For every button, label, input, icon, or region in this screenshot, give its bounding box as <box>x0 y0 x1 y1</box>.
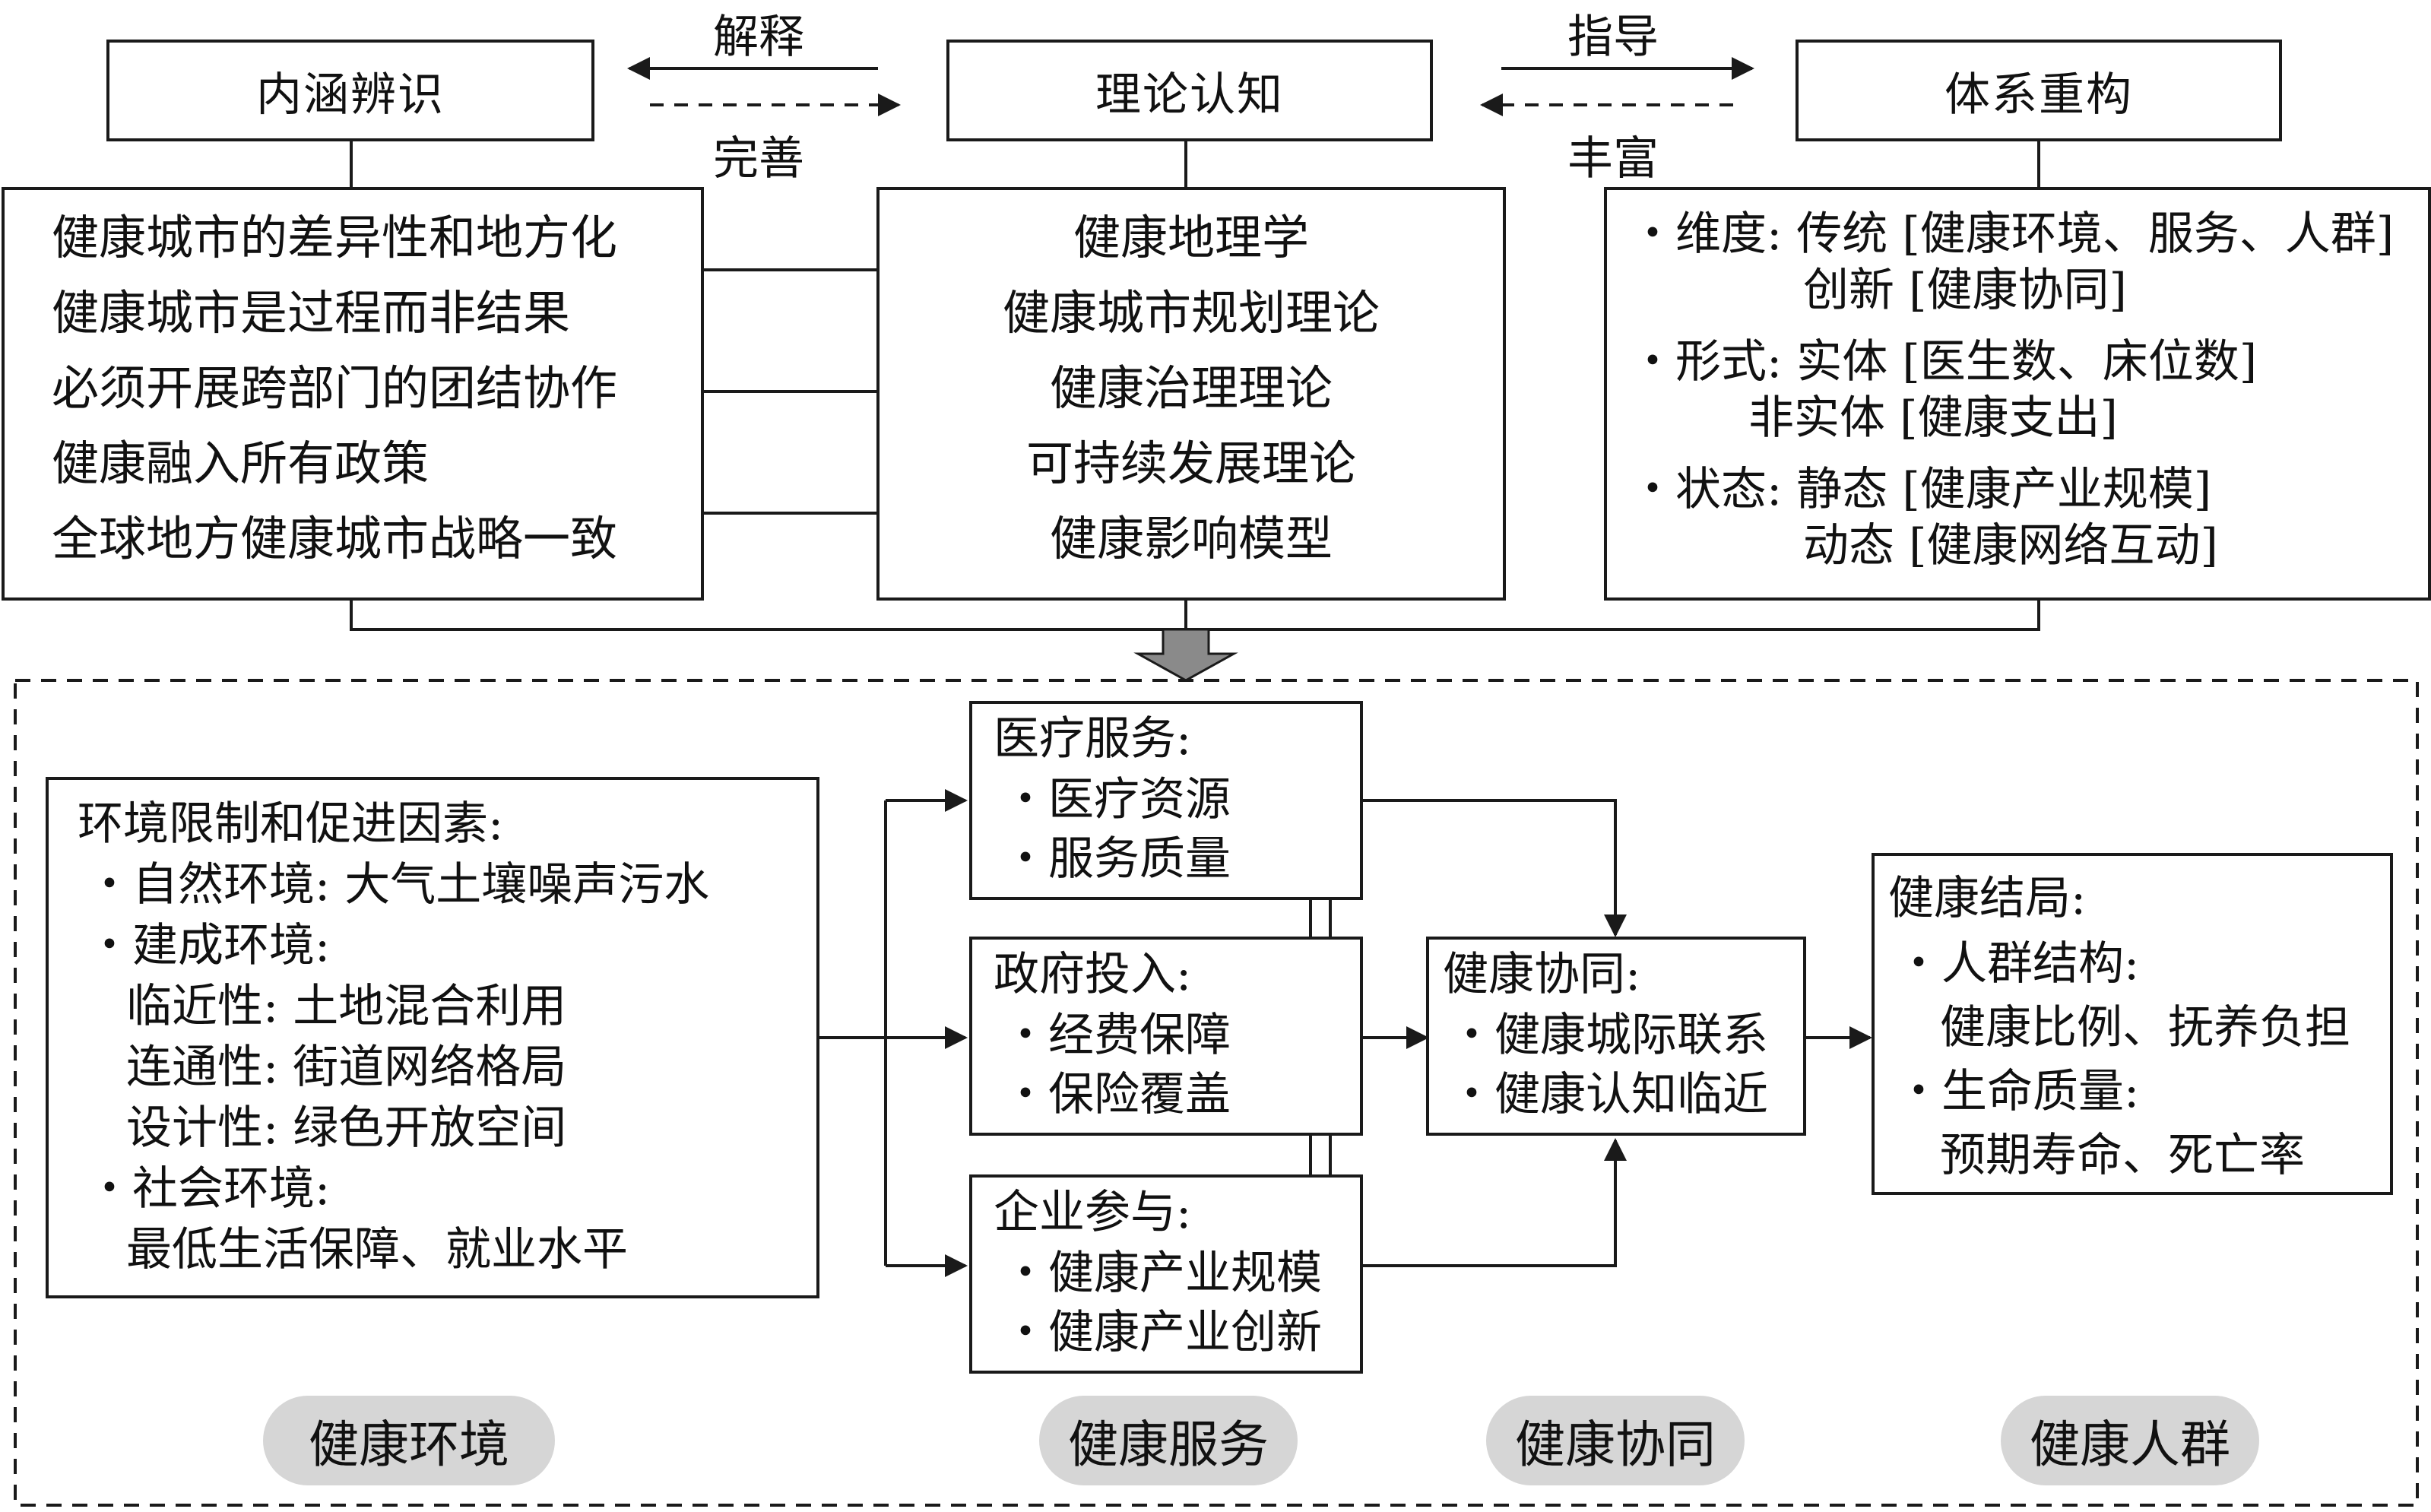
government-box: 政府投入: ・经费保障 ・保险覆盖 <box>969 937 1363 1136</box>
outcome-line: ・人群结构: <box>1896 937 2140 991</box>
medical-line: ・医疗资源 <box>1003 773 1231 826</box>
theory-item: 健康治理理论 <box>1049 360 1333 416</box>
government-line: ・经费保障 <box>1003 1009 1231 1062</box>
system-line: ・维度: 传统 [健康环境、服务、人群] <box>1630 208 2395 261</box>
connotation-title: 内涵辨识 <box>256 68 445 122</box>
theory-item: 健康城市规划理论 <box>1002 285 1380 341</box>
medical-service-box: 医疗服务: ・医疗资源 ・服务质量 <box>969 701 1363 900</box>
enterprise-line: ・健康产业创新 <box>1003 1306 1322 1359</box>
connotation-item: 健康城市的差异性和地方化 <box>52 210 618 265</box>
improve-label: 完善 <box>713 132 804 185</box>
theory-item: 健康影响模型 <box>1049 511 1333 566</box>
category-pill-population: 健康人群 <box>2001 1396 2259 1485</box>
connotation-box: 健康城市的差异性和地方化 健康城市是过程而非结果 必须开展跨部门的团结协作 健康… <box>2 187 704 601</box>
down-arrow <box>1133 628 1238 682</box>
system-line: ・状态: 静态 [健康产业规模] <box>1630 463 2212 516</box>
environment-line: ・建成环境: <box>87 919 331 972</box>
connotation-item: 健康融入所有政策 <box>52 436 429 491</box>
system-line: 创新 [健康协同] <box>1803 264 2127 317</box>
theory-title: 理论认知 <box>1095 68 1284 122</box>
medical-title: 医疗服务: <box>994 712 1192 766</box>
system-line: ・形式: 实体 [医生数、床位数] <box>1630 335 2258 388</box>
theory-title-box: 理论认知 <box>946 40 1433 141</box>
synergy-line: ・健康城际联系 <box>1449 1009 1768 1062</box>
connotation-item: 全球地方健康城市战略一致 <box>52 511 618 566</box>
synergy-line: ・健康认知临近 <box>1449 1068 1768 1121</box>
outcome-box: 健康结局: ・人群结构: 健康比例、抚养负担 ・生命质量: 预期寿命、死亡率 <box>1872 853 2393 1195</box>
outcome-line: ・生命质量: <box>1896 1065 2140 1118</box>
category-pill-synergy: 健康协同 <box>1486 1396 1745 1485</box>
outcome-line: 健康比例、抚养负担 <box>1940 1001 2350 1054</box>
medical-line: ・服务质量 <box>1003 832 1231 886</box>
system-title: 体系重构 <box>1944 68 2133 122</box>
category-pill-service: 健康服务 <box>1039 1396 1298 1485</box>
environment-title: 环境限制和促进因素: <box>78 797 504 851</box>
explain-label: 解释 <box>713 11 804 64</box>
system-line: 动态 [健康网络互动] <box>1803 519 2218 572</box>
synergy-title: 健康协同: <box>1443 948 1641 1001</box>
enterprise-line: ・健康产业规模 <box>1003 1247 1322 1300</box>
environment-line: 设计性: 绿色开放空间 <box>126 1102 567 1155</box>
system-title-box: 体系重构 <box>1796 40 2282 141</box>
environment-line: 临近性: 土地混合利用 <box>126 980 567 1033</box>
connotation-item: 健康城市是过程而非结果 <box>52 285 571 341</box>
environment-line: 最低生活保障、就业水平 <box>126 1223 628 1276</box>
enterprise-title: 企业参与: <box>994 1186 1192 1239</box>
theory-box: 健康地理学 健康城市规划理论 健康治理理论 可持续发展理论 健康影响模型 <box>876 187 1506 601</box>
environment-line: 连通性: 街道网络格局 <box>126 1041 567 1094</box>
system-line: 非实体 [健康支出] <box>1748 391 2118 445</box>
connotation-item: 必须开展跨部门的团结协作 <box>52 360 618 416</box>
outcome-line: 预期寿命、死亡率 <box>1940 1129 2305 1182</box>
environment-line: ・社会环境: <box>87 1162 331 1216</box>
theory-item: 可持续发展理论 <box>1025 436 1356 491</box>
government-title: 政府投入: <box>994 948 1192 1001</box>
category-pill-environment: 健康环境 <box>263 1396 555 1485</box>
guide-label: 指导 <box>1567 11 1659 64</box>
enterprise-box: 企业参与: ・健康产业规模 ・健康产业创新 <box>969 1174 1363 1374</box>
outcome-title: 健康结局: <box>1888 872 2087 925</box>
connotation-title-box: 内涵辨识 <box>106 40 594 141</box>
system-box: ・维度: 传统 [健康环境、服务、人群] 创新 [健康协同] ・形式: 实体 [… <box>1604 187 2431 601</box>
environment-box: 环境限制和促进因素: ・自然环境: 大气土壤噪声污水 ・建成环境: 临近性: 土… <box>46 777 819 1298</box>
theory-item: 健康地理学 <box>1073 210 1309 265</box>
synergy-box: 健康协同: ・健康城际联系 ・健康认知临近 <box>1426 937 1806 1136</box>
enrich-label: 丰富 <box>1567 132 1659 185</box>
government-line: ・保险覆盖 <box>1003 1068 1231 1121</box>
environment-line: ・自然环境: 大气土壤噪声污水 <box>87 858 710 911</box>
